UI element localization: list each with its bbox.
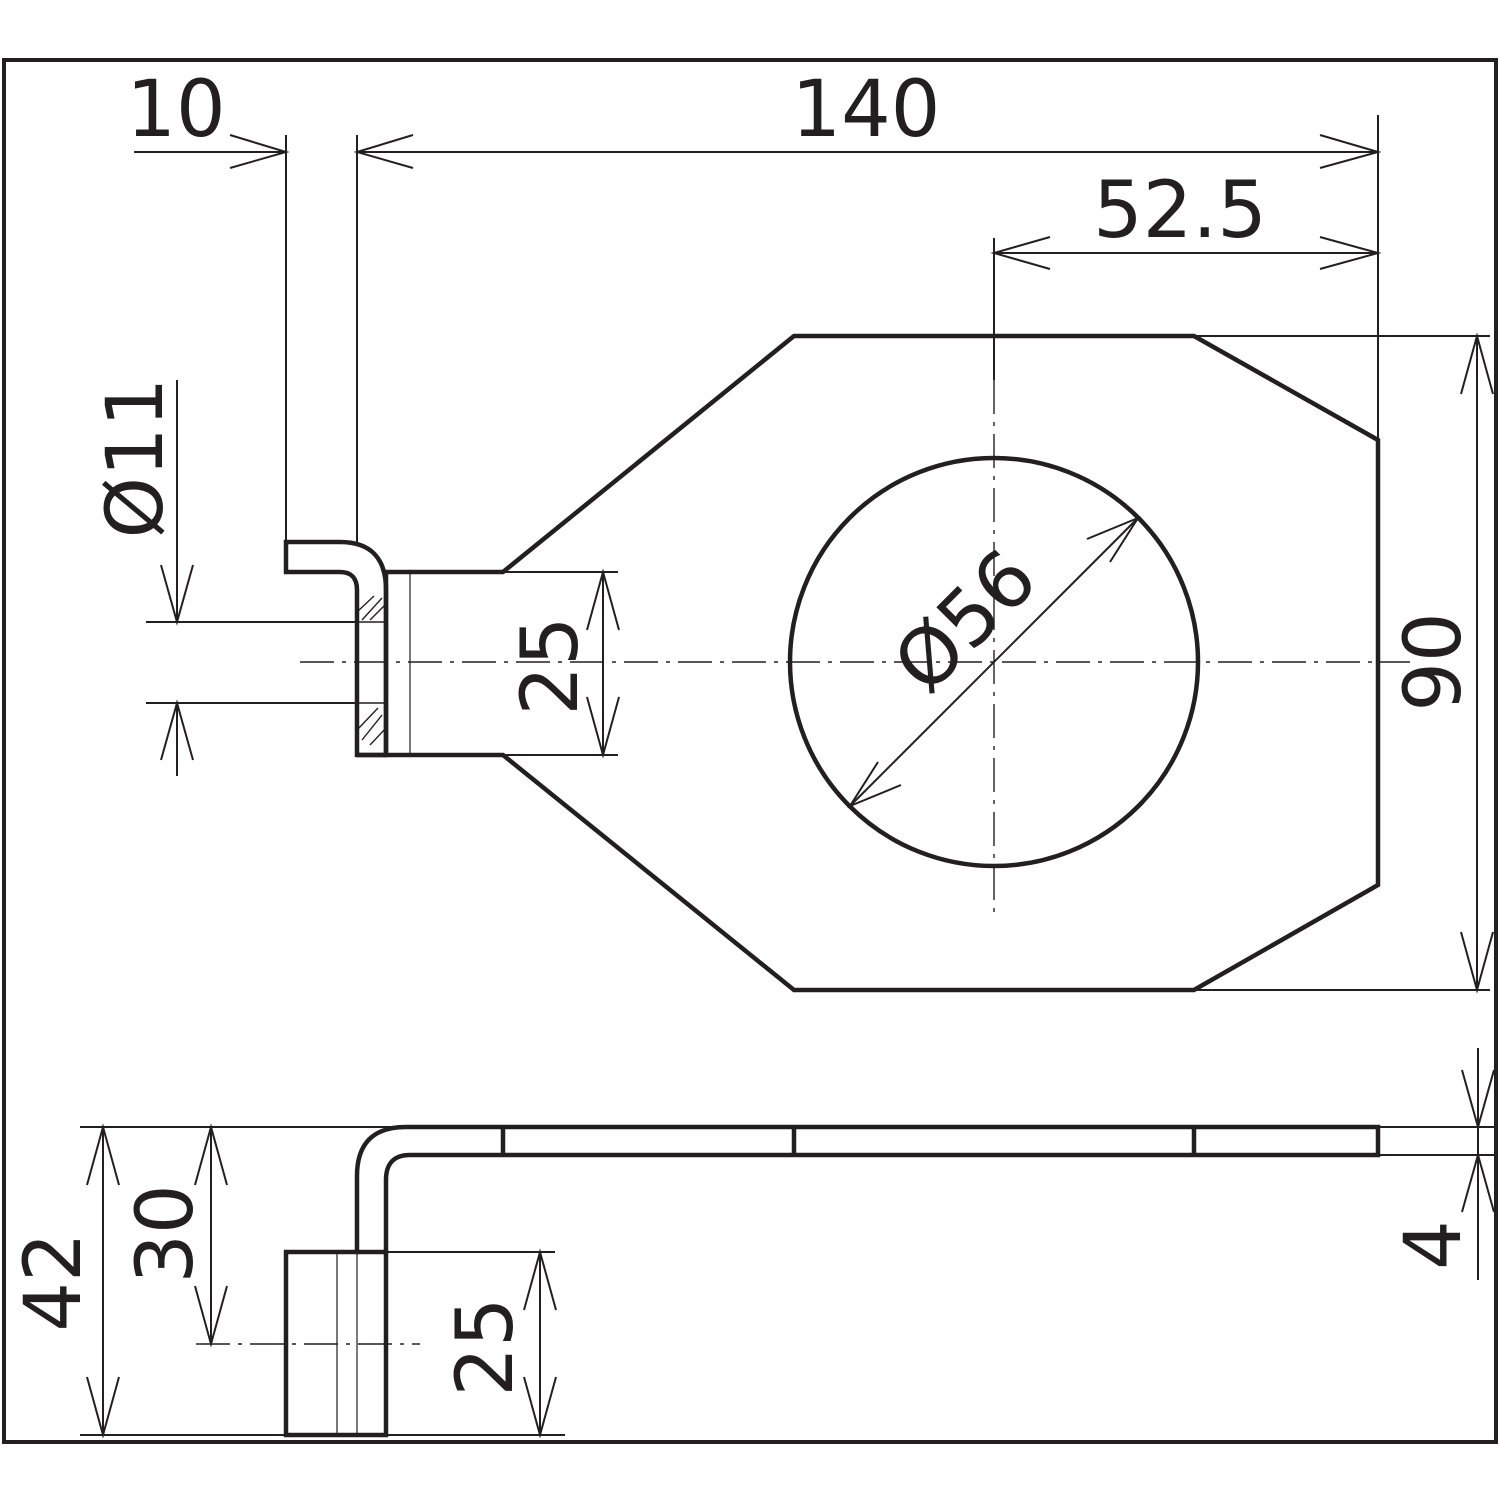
arrow xyxy=(1460,931,1494,994)
dim-text-d11: Ø11 xyxy=(91,378,181,539)
arrow xyxy=(586,568,620,631)
dim-text-10: 10 xyxy=(126,65,225,155)
arrow xyxy=(1461,1069,1495,1131)
arrow xyxy=(160,699,194,761)
top-view xyxy=(134,115,1494,994)
arrow xyxy=(523,1376,557,1439)
arrow xyxy=(1461,1151,1495,1213)
dim-text-25-tab: 25 xyxy=(506,616,596,715)
arrow xyxy=(1086,515,1141,563)
strap-side xyxy=(283,539,389,758)
arrow xyxy=(1460,332,1494,395)
arrow xyxy=(1319,236,1382,270)
dim-text-52-5: 52.5 xyxy=(1093,166,1267,256)
dim-text-25-clamp: 25 xyxy=(441,1297,531,1396)
arrow xyxy=(990,236,1051,270)
arrow xyxy=(229,134,290,169)
plate-outline xyxy=(383,333,1381,993)
dim-text-140: 140 xyxy=(792,65,941,155)
dim-text-4: 4 xyxy=(1389,1220,1479,1270)
dim-text-d56: Ø56 xyxy=(877,533,1054,710)
dim-text-42: 42 xyxy=(9,1232,99,1331)
dim-line-d56 xyxy=(849,517,1139,807)
arrow xyxy=(86,1376,120,1439)
dim-text-30: 30 xyxy=(121,1184,211,1283)
arrow xyxy=(160,564,194,626)
dim-text-90: 90 xyxy=(1389,612,1479,711)
side-view xyxy=(80,1048,1495,1439)
strap-hole-hatch xyxy=(356,595,387,746)
drawing-frame xyxy=(2,58,1498,1444)
arrow xyxy=(194,1285,228,1348)
arrow xyxy=(586,696,620,759)
arrow xyxy=(86,1123,120,1186)
arrow xyxy=(523,1248,557,1311)
arrow xyxy=(1319,134,1382,169)
side-strap-outline xyxy=(354,1124,1381,1252)
arrow xyxy=(847,761,902,809)
arrow xyxy=(194,1123,228,1186)
